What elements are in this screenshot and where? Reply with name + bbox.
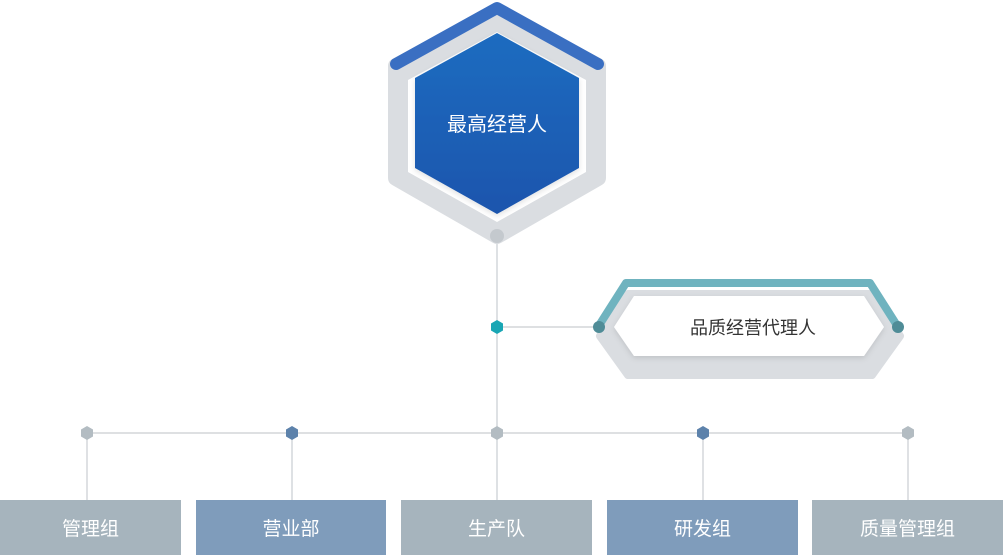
agent-node-label: 品质经营代理人: [690, 318, 816, 339]
department-sales: 营业部: [196, 500, 386, 555]
top-node-blue-cap: [390, 2, 604, 70]
top-node-hexagon: [415, 33, 579, 214]
agent-node-left-dot: [593, 321, 605, 333]
department-label: 营业部: [262, 518, 320, 540]
department-label: 管理组: [61, 518, 119, 540]
department-rnd: 研发组: [607, 500, 798, 555]
department-production: 生产队: [401, 500, 592, 555]
agent-node: 品质经营代理人: [593, 279, 904, 379]
bus-dot-1: [81, 426, 93, 440]
bus-dot-4: [697, 426, 709, 440]
agent-node-body: [614, 296, 884, 356]
agent-junction-dot: [491, 320, 503, 334]
department-label: 生产队: [467, 518, 525, 540]
department-management-group: 管理组: [0, 500, 181, 555]
agent-node-right-dot: [892, 321, 904, 333]
bus-dot-5: [902, 426, 914, 440]
department-label: 质量管理组: [859, 518, 955, 540]
bus-dot-3: [491, 426, 503, 440]
agent-node-teal-cap: [594, 279, 902, 330]
department-label: 研发组: [673, 518, 731, 540]
bus-dot-2: [286, 426, 298, 440]
top-node: 最高经营人: [388, 2, 606, 244]
top-node-label: 最高经营人: [447, 112, 547, 136]
top-node-anchor-dot: [490, 229, 504, 243]
junction-dots: [81, 320, 914, 440]
department-quality-management: 质量管理组: [812, 500, 1003, 555]
